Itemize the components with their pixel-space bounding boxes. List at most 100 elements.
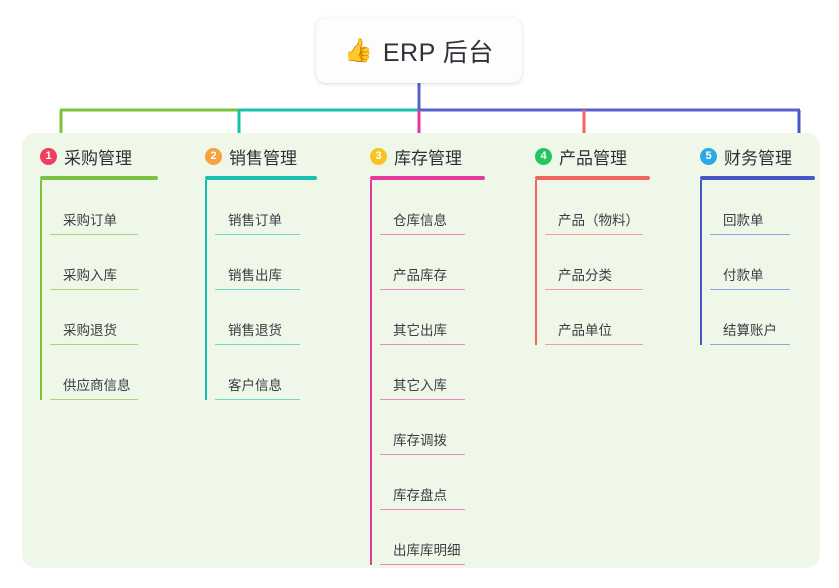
leaf-rule bbox=[50, 398, 138, 400]
leaf-label: 结算账户 bbox=[723, 322, 777, 338]
leaf-label: 回款单 bbox=[723, 212, 764, 228]
leaf-item[interactable]: 产品（物料） bbox=[545, 180, 682, 235]
branch-rule-4 bbox=[535, 176, 650, 180]
leaf-item[interactable]: 库存盘点 bbox=[380, 455, 517, 510]
branch-column-1: 1 采购管理采购订单采购入库采购退货供应商信息 bbox=[22, 133, 187, 568]
leaf-item[interactable]: 产品分类 bbox=[545, 235, 682, 290]
leaf-label: 其它出库 bbox=[393, 322, 447, 338]
branch-leaf-list-4: 产品（物料） 产品分类产品单位 bbox=[535, 180, 682, 345]
leaf-rule bbox=[50, 288, 138, 290]
leaf-label: 销售退货 bbox=[228, 322, 282, 338]
leaf-item[interactable]: 产品单位 bbox=[545, 290, 682, 345]
branch-header-3[interactable]: 3 库存管理 bbox=[370, 143, 517, 169]
leaf-label: 采购订单 bbox=[63, 212, 117, 228]
leaf-rule bbox=[380, 343, 465, 345]
branch-leaf-list-3: 仓库信息产品库存其它出库其它入库库存调拨库存盘点出库库明细 bbox=[370, 180, 517, 565]
leaf-label: 库存调拨 bbox=[393, 432, 447, 448]
leaf-item[interactable]: 销售出库 bbox=[215, 235, 352, 290]
leaf-rule bbox=[545, 343, 643, 345]
branch-badge-5: 5 bbox=[700, 147, 717, 165]
branch-columns: 1 采购管理采购订单采购入库采购退货供应商信息 2 销售管理销售订单销售出库销售退货客… bbox=[22, 133, 820, 568]
leaf-item[interactable]: 结算账户 bbox=[710, 290, 839, 345]
leaf-item[interactable]: 其它出库 bbox=[380, 290, 517, 345]
leaf-label: 销售订单 bbox=[228, 212, 282, 228]
leaf-label: 其它入库 bbox=[393, 377, 447, 393]
leaf-label: 产品单位 bbox=[558, 322, 612, 338]
leaf-label: 产品（物料） bbox=[558, 212, 639, 228]
leaf-rule bbox=[545, 288, 643, 290]
root-title: ERP 后台 bbox=[382, 38, 494, 67]
leaf-label: 采购入库 bbox=[63, 267, 117, 283]
branch-spine-5 bbox=[700, 180, 702, 345]
leaf-item[interactable]: 采购退货 bbox=[50, 290, 187, 345]
leaf-item[interactable]: 出库库明细 bbox=[380, 510, 517, 565]
leaf-label: 产品分类 bbox=[558, 267, 612, 283]
leaf-label: 付款单 bbox=[723, 267, 764, 283]
leaf-item[interactable]: 采购订单 bbox=[50, 180, 187, 235]
leaf-label: 出库库明细 bbox=[393, 542, 461, 558]
leaf-rule bbox=[710, 288, 790, 290]
leaf-rule bbox=[380, 288, 465, 290]
thumbs-up-icon: 👍 bbox=[344, 37, 373, 63]
branch-header-4[interactable]: 4 产品管理 bbox=[535, 143, 682, 169]
branch-column-5: 5 财务管理回款单付款单结算账户 bbox=[682, 133, 839, 568]
leaf-item[interactable]: 产品库存 bbox=[380, 235, 517, 290]
branch-title-3: 库存管理 bbox=[394, 148, 462, 168]
leaf-rule bbox=[545, 233, 643, 235]
branch-badge-4: 4 bbox=[535, 147, 552, 165]
branch-title-5: 财务管理 bbox=[724, 148, 792, 168]
branch-spine-4 bbox=[535, 180, 537, 345]
leaf-rule bbox=[215, 398, 300, 400]
branch-rule-3 bbox=[370, 176, 485, 180]
leaf-rule bbox=[380, 398, 465, 400]
connector-wires bbox=[59, 82, 801, 142]
leaf-rule bbox=[50, 343, 138, 345]
leaf-label: 销售出库 bbox=[228, 267, 282, 283]
leaf-rule bbox=[710, 233, 790, 235]
branch-column-4: 4 产品管理产品（物料） 产品分类产品单位 bbox=[517, 133, 682, 568]
diagram-panel bbox=[22, 133, 820, 568]
branch-title-2: 销售管理 bbox=[229, 148, 297, 168]
leaf-rule bbox=[710, 343, 790, 345]
branch-spine-3 bbox=[370, 180, 372, 565]
branch-rule-5 bbox=[700, 176, 815, 180]
root-node[interactable]: 👍 ERP 后台 bbox=[316, 18, 522, 83]
branch-column-2: 2 销售管理销售订单销售出库销售退货客户信息 bbox=[187, 133, 352, 568]
leaf-label: 库存盘点 bbox=[393, 487, 447, 503]
leaf-rule bbox=[380, 563, 465, 565]
leaf-item[interactable]: 采购入库 bbox=[50, 235, 187, 290]
leaf-label: 产品库存 bbox=[393, 267, 447, 283]
branch-rule-2 bbox=[205, 176, 317, 180]
leaf-label: 客户信息 bbox=[228, 377, 282, 393]
branch-spine-2 bbox=[205, 180, 207, 400]
branch-header-2[interactable]: 2 销售管理 bbox=[205, 143, 352, 169]
leaf-item[interactable]: 仓库信息 bbox=[380, 180, 517, 235]
leaf-item[interactable]: 销售订单 bbox=[215, 180, 352, 235]
branch-header-1[interactable]: 1 采购管理 bbox=[40, 143, 187, 169]
leaf-item[interactable]: 供应商信息 bbox=[50, 345, 187, 400]
leaf-item[interactable]: 付款单 bbox=[710, 235, 839, 290]
leaf-item[interactable]: 回款单 bbox=[710, 180, 839, 235]
branch-leaf-list-2: 销售订单销售出库销售退货客户信息 bbox=[205, 180, 352, 400]
leaf-item[interactable]: 客户信息 bbox=[215, 345, 352, 400]
leaf-item[interactable]: 其它入库 bbox=[380, 345, 517, 400]
branch-spine-1 bbox=[40, 180, 42, 400]
branch-rule-1 bbox=[40, 176, 158, 180]
leaf-rule bbox=[380, 508, 465, 510]
branch-leaf-list-1: 采购订单采购入库采购退货供应商信息 bbox=[40, 180, 187, 400]
leaf-rule bbox=[50, 233, 138, 235]
leaf-rule bbox=[215, 343, 300, 345]
branch-title-4: 产品管理 bbox=[559, 148, 627, 168]
leaf-label: 采购退货 bbox=[63, 322, 117, 338]
branch-column-3: 3 库存管理仓库信息产品库存其它出库其它入库库存调拨库存盘点出库库明细 bbox=[352, 133, 517, 568]
leaf-item[interactable]: 库存调拨 bbox=[380, 400, 517, 455]
leaf-item[interactable]: 销售退货 bbox=[215, 290, 352, 345]
branch-leaf-list-5: 回款单付款单结算账户 bbox=[700, 180, 839, 345]
leaf-rule bbox=[215, 233, 300, 235]
branch-title-1: 采购管理 bbox=[64, 148, 132, 168]
branch-header-5[interactable]: 5 财务管理 bbox=[700, 143, 839, 169]
branch-badge-2: 2 bbox=[205, 147, 222, 165]
branch-badge-3: 3 bbox=[370, 147, 387, 165]
branch-badge-1: 1 bbox=[40, 147, 57, 165]
